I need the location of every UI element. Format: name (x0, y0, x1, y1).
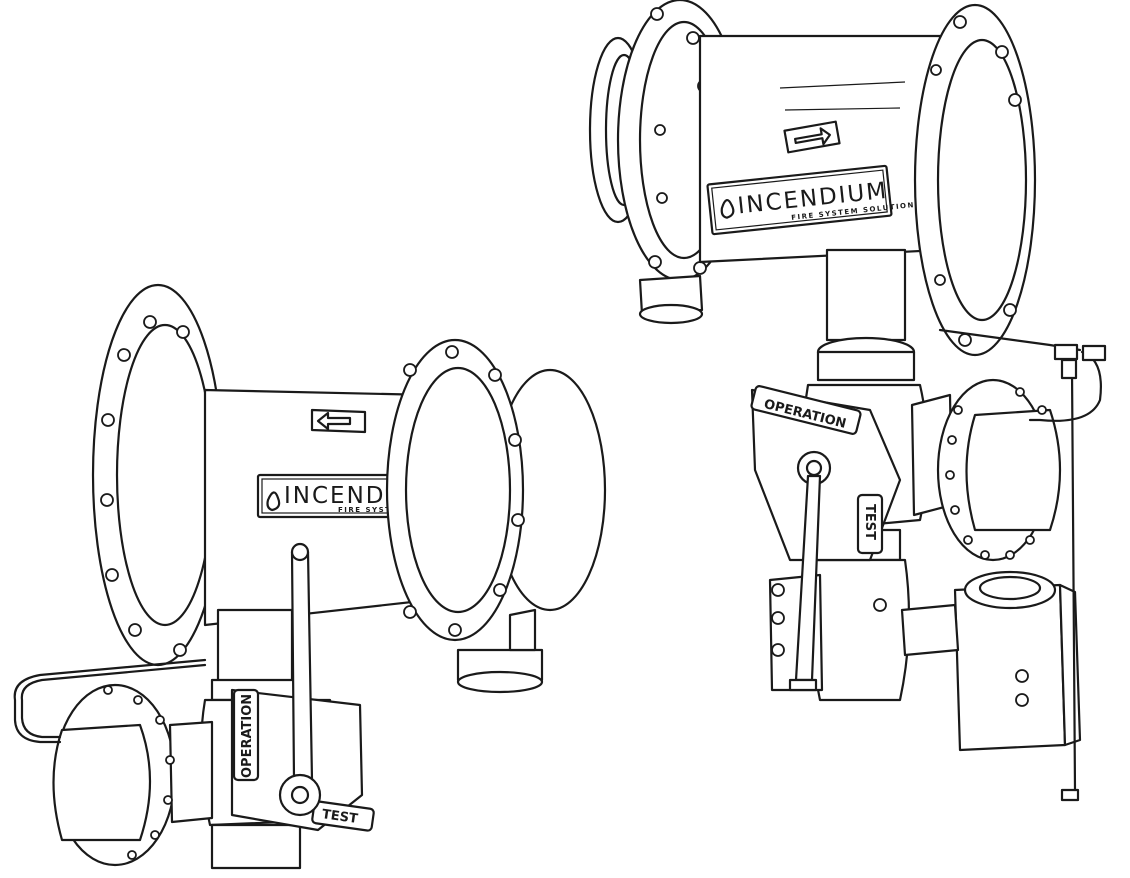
right-brand-plate: INCENDIUM FIRE SYSTEM SOLUTIONS (706, 164, 922, 236)
left-bottom-nozzle (456, 608, 544, 694)
left-test-tag: TEST (321, 807, 359, 827)
right-side-cap (910, 378, 1062, 562)
left-lever-handle (278, 542, 322, 817)
left-side-cap (52, 683, 214, 867)
left-flow-arrow (310, 408, 367, 434)
right-valve-assembly: INCENDIUM FIRE SYSTEM SOLUTIONS (588, 0, 1107, 802)
left-riser (210, 608, 302, 702)
right-riser (816, 248, 916, 382)
right-bottom-nozzle (638, 274, 704, 325)
left-tubing (13, 658, 207, 744)
right-test-tag: TEST (862, 504, 877, 540)
right-right-flange (913, 3, 1037, 357)
right-tubing (938, 328, 1107, 802)
left-right-flange (385, 338, 607, 642)
left-valve-assembly: INCENDIUM FIRE SYSTEM SOLUTIONS (13, 283, 607, 870)
left-front-flange (91, 283, 225, 667)
right-flow-arrow (783, 120, 841, 154)
left-operation-tag: OPERATION (240, 694, 255, 778)
right-lever-handle (788, 450, 832, 692)
right-actuator (900, 570, 1082, 752)
